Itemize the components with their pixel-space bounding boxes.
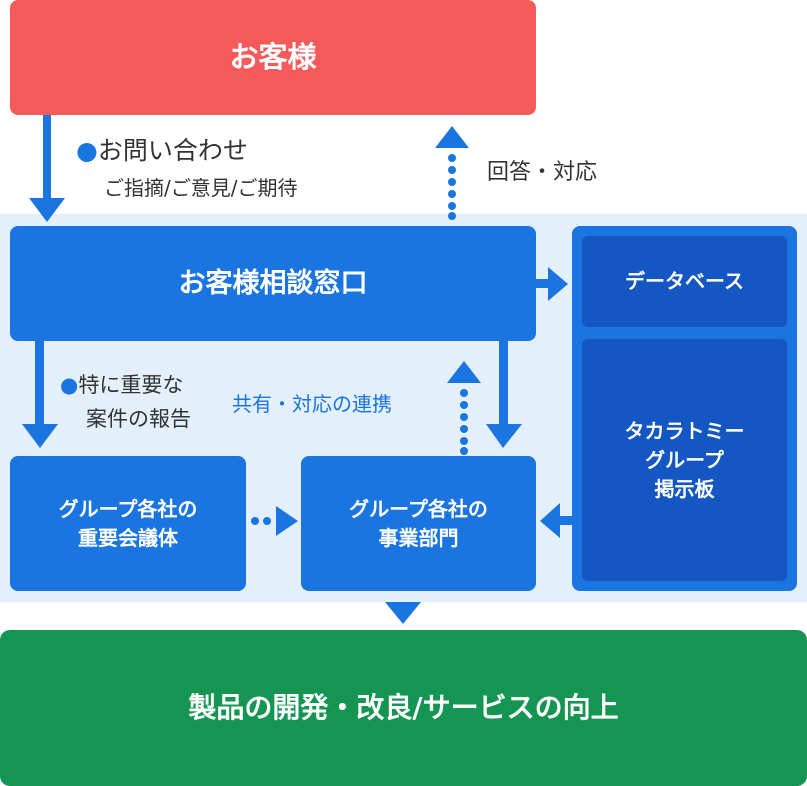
arrow-board-to-dept: [540, 503, 572, 538]
consultation-window-label: お客様相談窓口: [178, 267, 368, 299]
arrow-meeting-to-dept: [251, 506, 298, 536]
bullet-dot-icon: ●: [76, 136, 98, 165]
arrow-to-dept: [486, 341, 522, 448]
arrow-reply-up: [435, 126, 469, 220]
arrow-important-report: [22, 341, 58, 448]
bulletin-board-label: タカラトミー グループ 掲示板: [624, 418, 745, 501]
customer-box: お客様: [10, 0, 536, 115]
important-cases-line1: ●特に重要な: [60, 373, 184, 397]
bullet-dot-icon: ●: [60, 373, 79, 397]
database-box: データベース: [582, 236, 787, 327]
business-dept-box: グループ各社の 事業部門: [301, 456, 536, 591]
arrow-to-result: [385, 602, 421, 624]
bulletin-board-box: タカラトミー グループ 掲示板: [582, 339, 787, 581]
group-meeting-box: グループ各社の 重要会議体: [10, 456, 246, 591]
result-box: 製品の開発・改良/サービスの向上: [0, 630, 807, 786]
arrow-share-up: [447, 361, 481, 455]
inquiry-detail: ご指摘/ご意見/ご期待: [104, 176, 298, 200]
reply-label: 回答・対応: [487, 160, 598, 185]
arrow-to-database: [536, 267, 568, 301]
important-cases-line2: 案件の報告: [86, 407, 191, 431]
inquiry-title: ●お問い合わせ: [76, 136, 248, 165]
result-label: 製品の開発・改良/サービスの向上: [188, 690, 619, 724]
share-label: 共有・対応の連携: [232, 392, 392, 416]
arrow-inquiry-down: [29, 115, 65, 222]
business-dept-label: グループ各社の 事業部門: [349, 496, 488, 550]
group-meeting-label: グループ各社の 重要会議体: [58, 496, 198, 550]
consultation-window-box: お客様相談窓口: [10, 226, 536, 341]
customer-label: お客様: [229, 40, 317, 75]
database-label: データベース: [625, 269, 744, 293]
